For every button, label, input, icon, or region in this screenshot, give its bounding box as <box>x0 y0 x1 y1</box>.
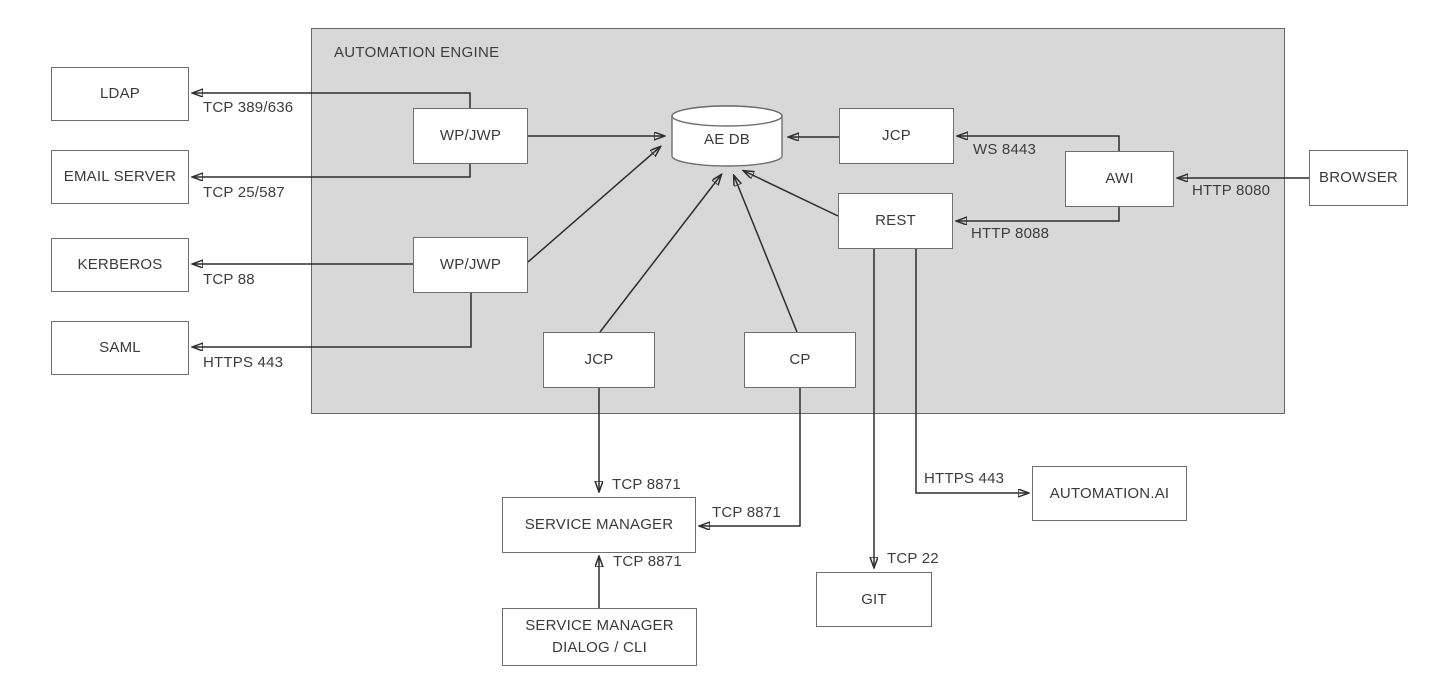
node-jcp-bottom: JCP <box>543 332 655 388</box>
node-service-manager-label: SERVICE MANAGER <box>524 516 674 534</box>
node-kerberos: KERBEROS <box>51 238 189 292</box>
node-rest-label: REST <box>875 212 916 230</box>
edge-label-cp-sm-port: TCP 8871 <box>712 504 781 521</box>
edge-cp-sm <box>700 388 801 526</box>
edge-cp-aedb <box>734 176 798 333</box>
node-ae-db: AE DB <box>671 105 783 167</box>
edge-label-ws-8443: WS 8443 <box>973 141 1037 158</box>
node-service-manager: SERVICE MANAGER <box>502 497 696 553</box>
node-browser-label: BROWSER <box>1319 169 1398 187</box>
node-ldap: LDAP <box>51 67 189 121</box>
edge-wpjwp1-ldap <box>193 93 471 108</box>
node-wp-jwp-2-label: WP/JWP <box>439 256 502 274</box>
edge-wpjwp2-aedb <box>527 147 660 263</box>
node-cp-label: CP <box>789 351 811 369</box>
node-saml-label: SAML <box>99 339 141 357</box>
node-git: GIT <box>816 572 932 627</box>
node-jcp-top: JCP <box>839 108 954 164</box>
edge-label-dialog-sm-port: TCP 8871 <box>613 553 682 570</box>
node-automation-ai-label: AUTOMATION.AI <box>1049 484 1170 502</box>
edge-label-tcp-22: TCP 22 <box>887 550 939 567</box>
edge-label-http-8088: HTTP 8088 <box>971 225 1050 242</box>
node-service-manager-dialog-label-line2: DIALOG / CLI <box>552 639 647 656</box>
node-jcp-bottom-label: JCP <box>584 351 614 369</box>
edge-wpjwp2-saml <box>193 293 472 347</box>
node-service-manager-dialog-label-line1: SERVICE MANAGER <box>525 617 674 635</box>
edge-label-https-443-ai: HTTPS 443 <box>924 470 1005 487</box>
node-awi-label: AWI <box>1105 170 1134 188</box>
automation-engine-title: AUTOMATION ENGINE <box>334 44 500 61</box>
node-rest: REST <box>838 193 953 249</box>
node-git-label: GIT <box>861 590 887 608</box>
edge-label-kerberos-port: TCP 88 <box>203 271 255 288</box>
node-cp: CP <box>744 332 856 388</box>
node-wp-jwp-1: WP/JWP <box>413 108 528 164</box>
edge-wpjwp1-email <box>193 164 471 177</box>
node-automation-ai: AUTOMATION.AI <box>1032 466 1187 521</box>
node-service-manager-dialog: SERVICE MANAGER DIALOG / CLI <box>502 608 697 666</box>
node-wp-jwp-2: WP/JWP <box>413 237 528 293</box>
database-cylinder-icon <box>671 105 783 167</box>
edge-label-email-port: TCP 25/587 <box>203 184 285 201</box>
node-jcp-top-label: JCP <box>882 127 911 145</box>
edge-jcpbottom-aedb <box>599 175 721 333</box>
edge-label-http-8080: HTTP 8080 <box>1192 182 1271 199</box>
edge-label-jcp-sm-port: TCP 8871 <box>612 476 681 493</box>
edge-rest-automationai <box>915 249 1028 493</box>
edge-label-ldap-port: TCP 389/636 <box>203 99 294 116</box>
node-awi: AWI <box>1065 151 1174 207</box>
node-wp-jwp-1-label: WP/JWP <box>439 127 502 145</box>
edge-label-saml-port: HTTPS 443 <box>203 354 284 371</box>
node-browser: BROWSER <box>1309 150 1408 206</box>
node-email-server-label: EMAIL SERVER <box>63 168 177 186</box>
node-saml: SAML <box>51 321 189 375</box>
edge-awi-rest <box>957 207 1120 221</box>
edge-rest-aedb <box>744 171 839 217</box>
edge-awi-jcptop <box>958 136 1120 151</box>
node-ldap-label: LDAP <box>100 85 140 103</box>
node-kerberos-label: KERBEROS <box>77 256 163 274</box>
node-email-server: EMAIL SERVER <box>51 150 189 204</box>
node-ae-db-label: AE DB <box>703 130 750 148</box>
